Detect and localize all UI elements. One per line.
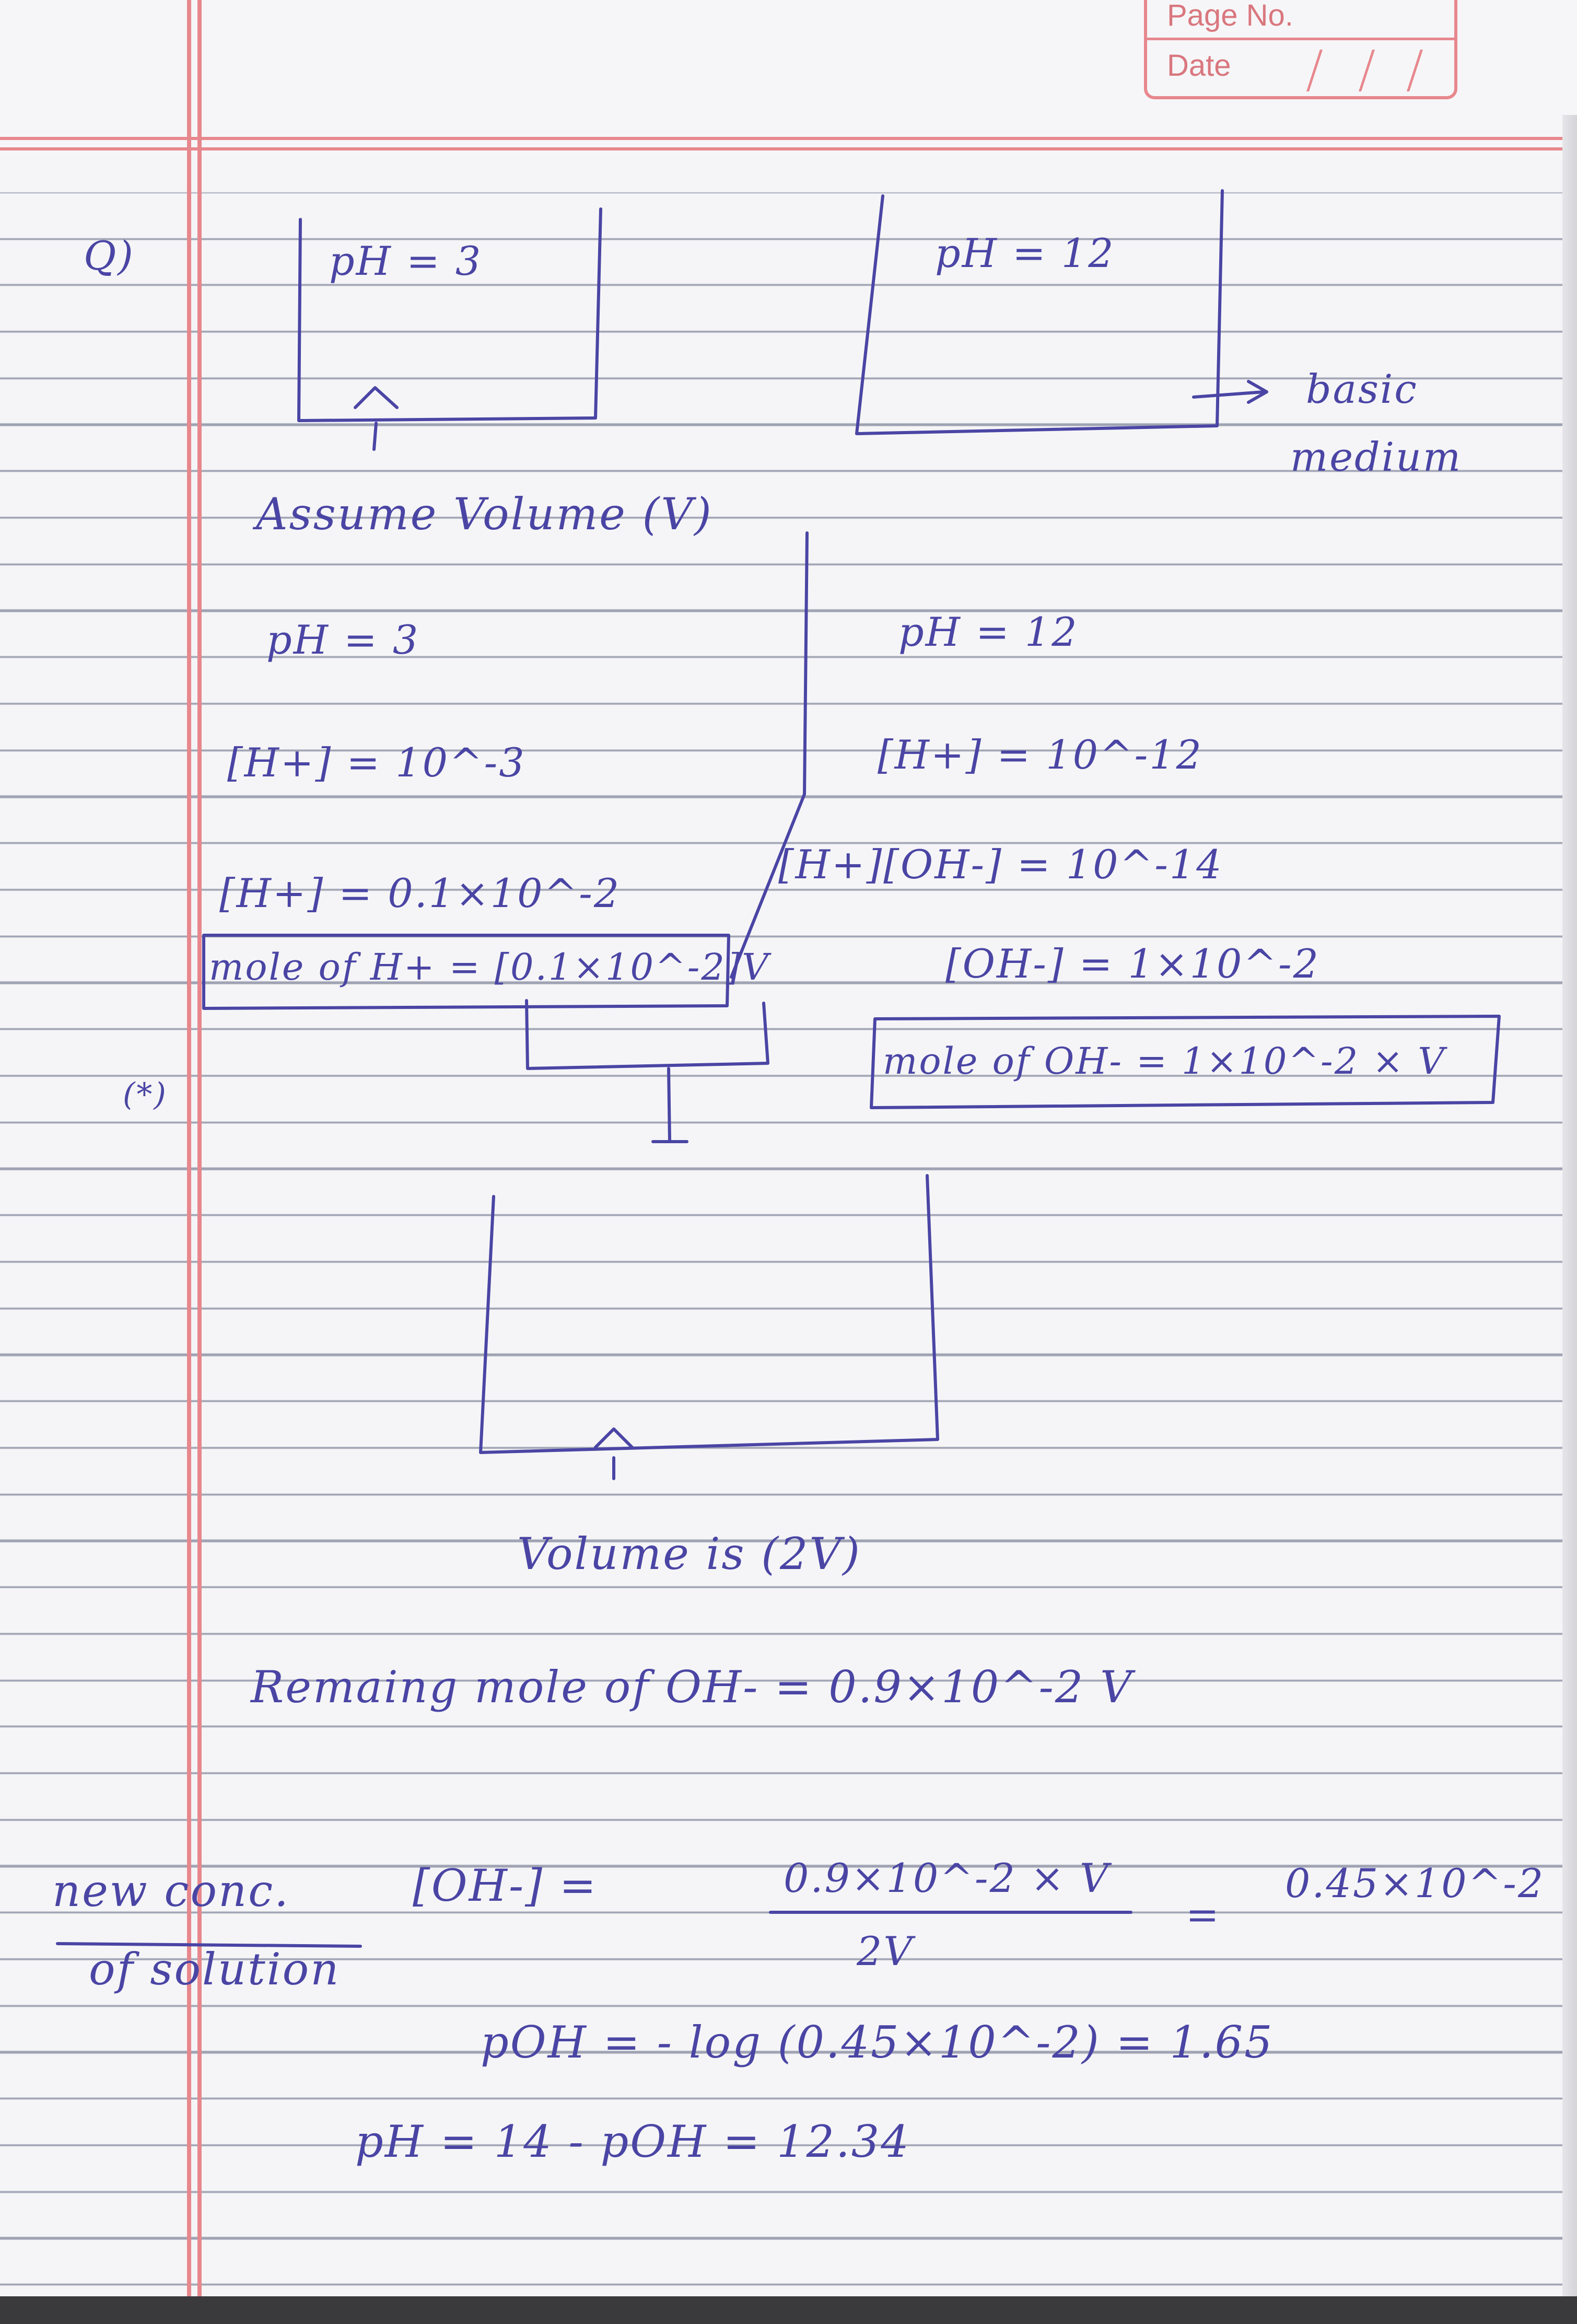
header-red-rule [0, 137, 1577, 140]
divider-line [730, 531, 809, 979]
left-h-conc: [H+] = 10^-3 [227, 739, 526, 786]
result-conc: 0.45×10^-2 [1285, 1860, 1545, 1907]
beaker-right-label: pH = 12 [935, 230, 1115, 276]
oh-conc: [OH-] = 1×10^-2 [945, 940, 1321, 987]
moles-oh: mole of OH- = 1×10^-2 × V [883, 1040, 1446, 1083]
arrow-up-left [354, 386, 399, 451]
beaker-mixed [479, 1174, 939, 1454]
ionic-product: [H+][OH-] = 10^-14 [778, 841, 1223, 888]
remaining-moles: Remaing mole of OH- = 0.9×10^-2 V [251, 1661, 1134, 1713]
new-conc-label: new conc. [52, 1865, 290, 1916]
star-mark: (*) [123, 1076, 168, 1113]
left-ph: pH = 3 [266, 617, 420, 663]
arrow-basic [1192, 380, 1268, 404]
header-red-rule-2 [0, 147, 1577, 150]
margin-red-line [187, 0, 191, 2324]
moles-oh-box [870, 1015, 1501, 1109]
date-label: Date [1167, 49, 1231, 83]
merge-arrow [651, 1067, 688, 1143]
basic-label: basic [1306, 366, 1418, 412]
page-edge [1562, 115, 1577, 2296]
poh-line: pOH = - log (0.45×10^-2) = 1.65 [481, 2017, 1274, 2068]
underline-new-conc [56, 1942, 362, 1948]
assume-volume: Assume Volume (V) [256, 489, 713, 540]
ph-line: pH = 14 - pOH = 12.34 [355, 2116, 910, 2167]
arrow-up-mixed [594, 1427, 634, 1480]
table-surface [0, 2296, 1577, 2324]
medium-label: medium [1290, 434, 1463, 480]
right-ph: pH = 12 [898, 609, 1079, 655]
equals-sign: = [1186, 1891, 1221, 1938]
fraction-numerator: 0.9×10^-2 × V [784, 1855, 1110, 1901]
margin-red-line-2 [197, 0, 202, 2324]
merge-bracket [525, 999, 769, 1070]
question-mark: Q) [84, 233, 135, 279]
beaker-right [855, 189, 1224, 435]
page-no-label: Page No. [1167, 0, 1293, 32]
left-h-conc2: [H+] = 0.1×10^-2 [219, 870, 621, 916]
fraction-denominator: 2V [857, 1928, 914, 1974]
page-date-box: Page No. Date [1144, 0, 1457, 99]
right-h-conc: [H+] = 10^-12 [878, 731, 1204, 778]
moles-h-box [202, 934, 730, 1010]
beaker-left-label: pH = 3 [329, 238, 483, 284]
page-date-separator [1147, 38, 1454, 40]
moles-h: mole of H+ = [0.1×10^-2]V [209, 946, 770, 989]
volume-is: Volume is (2V) [517, 1528, 861, 1579]
page-header-band [0, 0, 1577, 157]
of-solution-label: of solution [89, 1944, 341, 1995]
beaker-left [297, 207, 602, 422]
oh-lhs: [OH-] = [413, 1860, 598, 1911]
